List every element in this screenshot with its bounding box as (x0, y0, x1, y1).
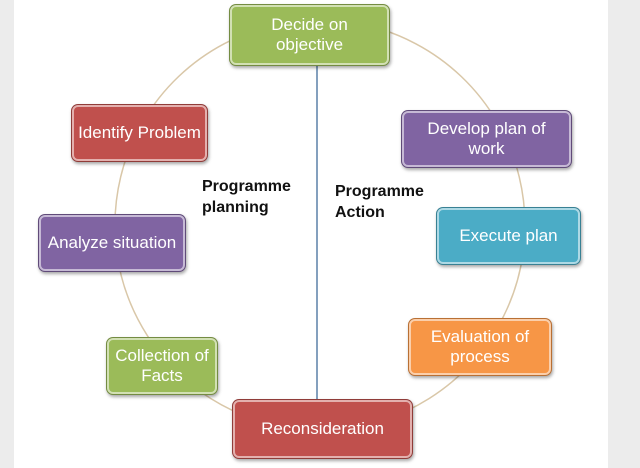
label-planning-line1: Programme (202, 178, 291, 195)
label-action-line2: Action (335, 204, 385, 221)
node-develop-plan-of-work: Develop plan of work (401, 110, 572, 168)
node-reconsideration: Reconsideration (232, 399, 413, 459)
label-planning-line2: planning (202, 199, 269, 216)
node-identify-problem: Identify Problem (71, 104, 208, 162)
label-action-line1: Programme (335, 183, 424, 200)
node-collection-of-facts: Collection of Facts (106, 337, 218, 395)
node-evaluation-of-process: Evaluation of process (408, 318, 552, 376)
node-execute-plan: Execute plan (436, 207, 581, 265)
node-decide-on-objective: Decide on objective (229, 4, 390, 66)
label-programme-action: Programme Action (335, 181, 424, 223)
node-analyze-situation: Analyze situation (38, 214, 186, 272)
label-programme-planning: Programme planning (202, 176, 291, 218)
